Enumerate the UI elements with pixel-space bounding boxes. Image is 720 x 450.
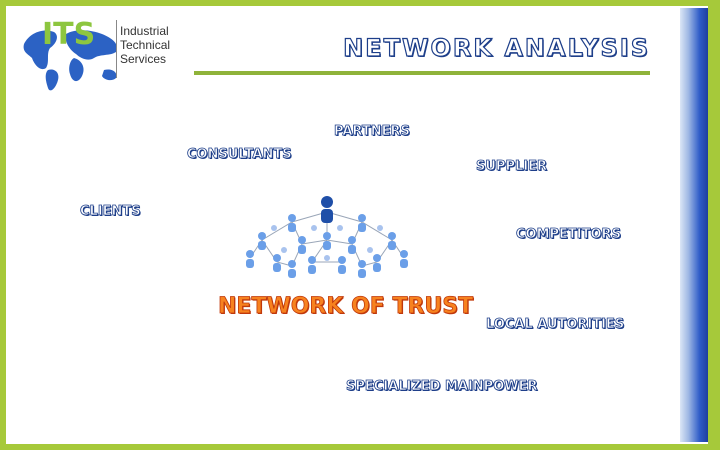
label-consultants: CONSULTANTS [187,147,292,163]
right-gradient-bar [680,8,708,442]
label-supplier: SUPPLIER [476,159,548,175]
label-specialized-manpower: SPECIALIZED MAINPOWER [346,379,538,395]
people-network-icon [232,188,422,292]
right-edge-border [708,0,720,450]
logo-mark: ITS [42,17,95,52]
label-competitors: COMPETITORS [516,227,622,243]
label-partners: PARTNERS [334,124,411,140]
company-logo: ITS [20,14,180,96]
title-underline [194,71,650,75]
label-clients: CLIENTS [80,204,141,220]
network-of-trust-caption: NETWORK OF TRUST [218,294,474,320]
logo-company-name: Industrial Technical Services [120,24,171,66]
page-title: NETWORK ANALYSIS [343,33,650,62]
logo-divider [116,20,117,78]
world-map-icon: ITS [23,17,118,91]
label-local-authorities: LOCAL AUTORITIES [486,317,625,333]
